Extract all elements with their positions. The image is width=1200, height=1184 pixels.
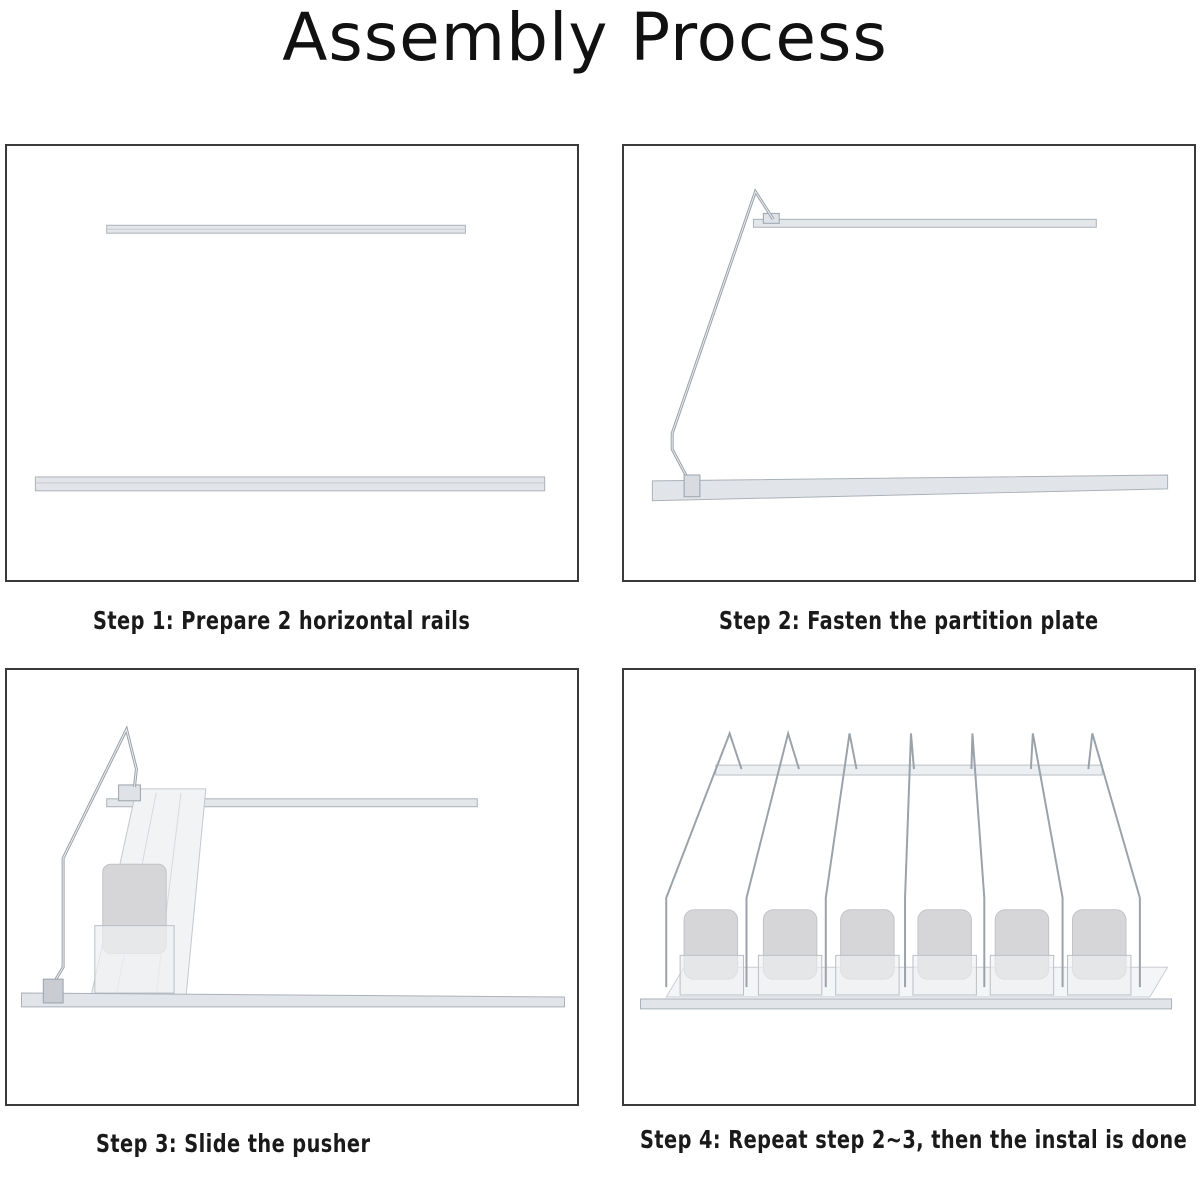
step-3-image <box>5 668 579 1106</box>
step-3-caption: Step 3: Slide the pusher <box>96 1129 371 1158</box>
step-1-image <box>5 144 579 582</box>
step-4-image <box>622 668 1196 1106</box>
step-1-caption: Step 1: Prepare 2 horizontal rails <box>93 606 471 635</box>
two-rails-illustration <box>34 224 546 492</box>
pusher-illustration <box>20 725 565 1008</box>
page-title: Assembly Process <box>282 0 888 76</box>
step-2-caption: Step 2: Fasten the partition plate <box>719 606 1099 635</box>
partition-plate-illustration <box>651 188 1169 502</box>
step-2-image <box>622 144 1196 582</box>
completed-installation-illustration <box>639 729 1173 1010</box>
step-4-caption: Step 4: Repeat step 2~3, then the instal… <box>640 1125 1188 1154</box>
